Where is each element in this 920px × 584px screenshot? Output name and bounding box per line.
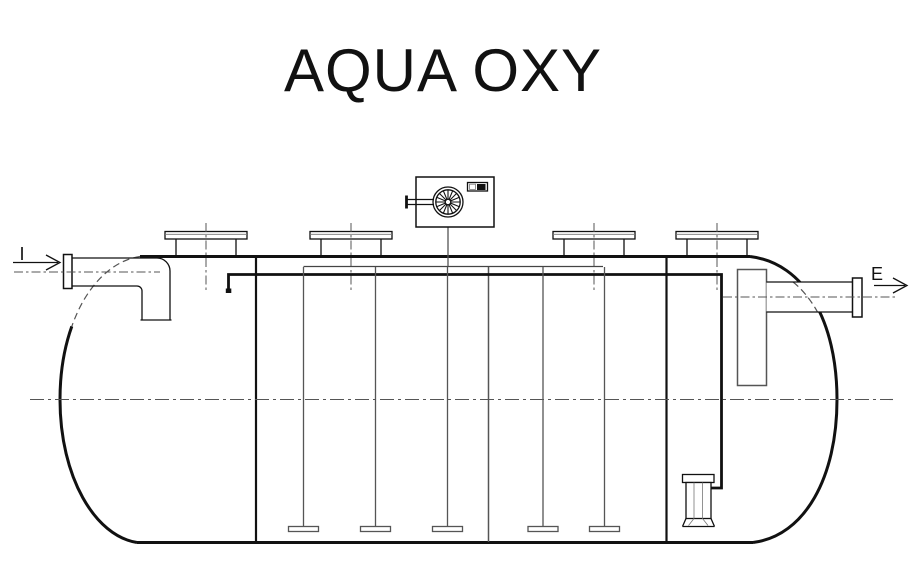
diffuser-drop-pipe-3	[431, 267, 464, 533]
diffuser-drop-pipe-2	[359, 267, 392, 533]
blower-fan-icon	[432, 186, 464, 218]
diffuser-foot	[431, 525, 464, 533]
diffuser-drop-pipe-5	[588, 267, 621, 533]
air-intake-pipe	[405, 195, 434, 209]
inlet-assembly: I	[13, 244, 172, 327]
left-dished-head	[58, 325, 138, 544]
airlift-body	[685, 481, 712, 520]
manhole-nozzle-1	[164, 223, 248, 291]
airlift-bell	[681, 518, 716, 527]
manhole-nozzle-3	[552, 223, 636, 291]
diffuser-drop-pipe-1	[287, 267, 320, 533]
inlet-pipe-outer-line	[72, 257, 171, 320]
diffuser-drop-pipe-4	[527, 267, 559, 533]
inlet-arrow-icon	[13, 254, 62, 271]
header-end-cap	[225, 288, 232, 293]
tank-shell	[58, 255, 839, 544]
drawing-title: AQUA OXY	[284, 37, 602, 104]
right-dished-head	[749, 255, 839, 544]
air-header-pipe	[225, 265, 723, 490]
manhole-nozzle-4	[675, 223, 759, 291]
manhole-nozzle-2	[309, 223, 393, 291]
inlet-pipe-inner-line	[72, 285, 143, 320]
airlift-pump	[681, 473, 716, 528]
outlet-chimney-baffle	[736, 268, 768, 387]
diffuser-foot	[287, 525, 320, 533]
outlet-arrow-icon	[874, 277, 909, 294]
airlift-top-flange	[681, 473, 715, 484]
diffuser-foot	[588, 525, 621, 533]
hidden-head-seam-right	[792, 281, 819, 313]
blower-motor-box	[466, 181, 489, 192]
outlet-assembly: E	[723, 264, 909, 387]
air-header-run	[227, 273, 723, 490]
blower-unit	[405, 176, 495, 267]
inlet-label: I	[19, 244, 24, 264]
outlet-label: E	[871, 264, 883, 284]
diffuser-foot	[359, 525, 392, 533]
diffuser-foot	[527, 525, 559, 533]
hidden-head-seam-left	[71, 255, 141, 327]
